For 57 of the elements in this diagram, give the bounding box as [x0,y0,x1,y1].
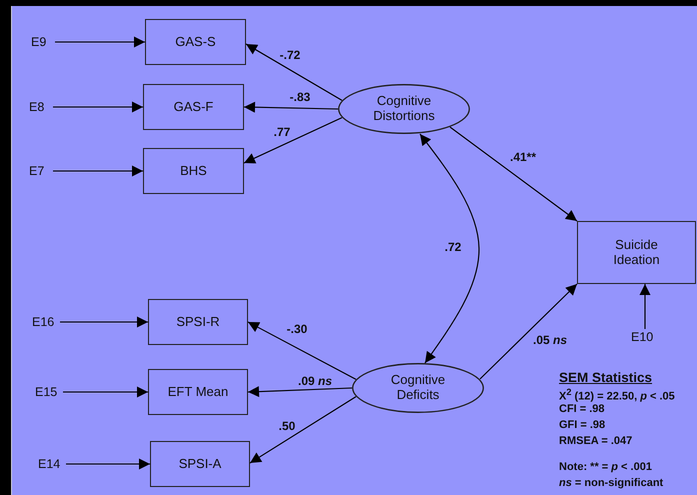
variable-name: GAS-F [174,100,214,114]
statistics-note: Note: ** = p < .001 [559,461,652,473]
error-term-label: E9 [31,34,55,50]
path-arrow [53,102,143,112]
path-arrow [450,126,578,222]
path-arrow [250,396,356,464]
path-arrow [640,284,650,329]
path-arrow [248,322,356,380]
error-term-label: E14 [38,456,66,472]
variable-name: Cognitive Deficits [390,373,446,403]
variable-name: EFT Mean [168,384,228,400]
path-coefficient: .72 [444,240,462,254]
variable-name: SPSI-R [176,314,220,330]
error-term-label: E7 [29,163,53,179]
path-coefficient: -.72 [278,48,302,62]
statistics-note: ns = non-significant [559,477,664,489]
statistics-note: GFI = .98 [559,419,606,431]
path-arrow [53,166,143,176]
path-coefficient: -.83 [288,90,312,104]
variable-box [150,441,250,487]
variable-box [148,369,248,415]
path-coefficient: .09 ns [296,374,334,388]
variable-name: Cognitive Distortions [372,94,436,124]
statistics-heading: SEM Statistics [559,370,652,385]
error-term-label: E16 [32,314,60,330]
variable-name: Suicide Ideation [612,238,661,268]
path-arrow [244,102,338,113]
latent-variable-ellipse [352,363,484,413]
error-term-label: E10 [631,329,659,345]
path-arrow [244,117,342,164]
path-coefficient: -.30 [286,322,308,336]
variable-name: BHS [180,164,207,178]
path-arrow [66,458,150,470]
error-term-label: E15 [35,384,63,400]
path-coefficient: .50 [278,419,296,433]
variable-box [577,221,696,284]
path-arrow [55,36,145,48]
path-coefficient: .41** [508,150,538,164]
path-arrow [246,44,342,101]
path-coefficient: .05 ns [532,333,568,347]
path-arrow [480,284,578,380]
path-arrow [63,386,148,398]
statistics-note: CFI = .98 [559,403,605,415]
path-arrow [248,386,352,398]
path-arrow [60,316,148,328]
covariance-arrow [420,134,480,364]
variable-box [143,148,244,194]
error-term-label: E8 [29,99,53,115]
variable-name: SPSI-A [178,456,222,472]
variable-box [143,84,244,130]
variable-name: GAS-S [175,34,216,50]
path-coefficient: .77 [272,125,292,139]
variable-box [148,299,248,345]
statistics-note: RMSEA = .047 [559,435,632,447]
latent-variable-ellipse [338,84,470,134]
statistics-note: X$^{2}$ (12) = 22.50, p < .05 [559,387,675,403]
variable-box [145,19,246,65]
